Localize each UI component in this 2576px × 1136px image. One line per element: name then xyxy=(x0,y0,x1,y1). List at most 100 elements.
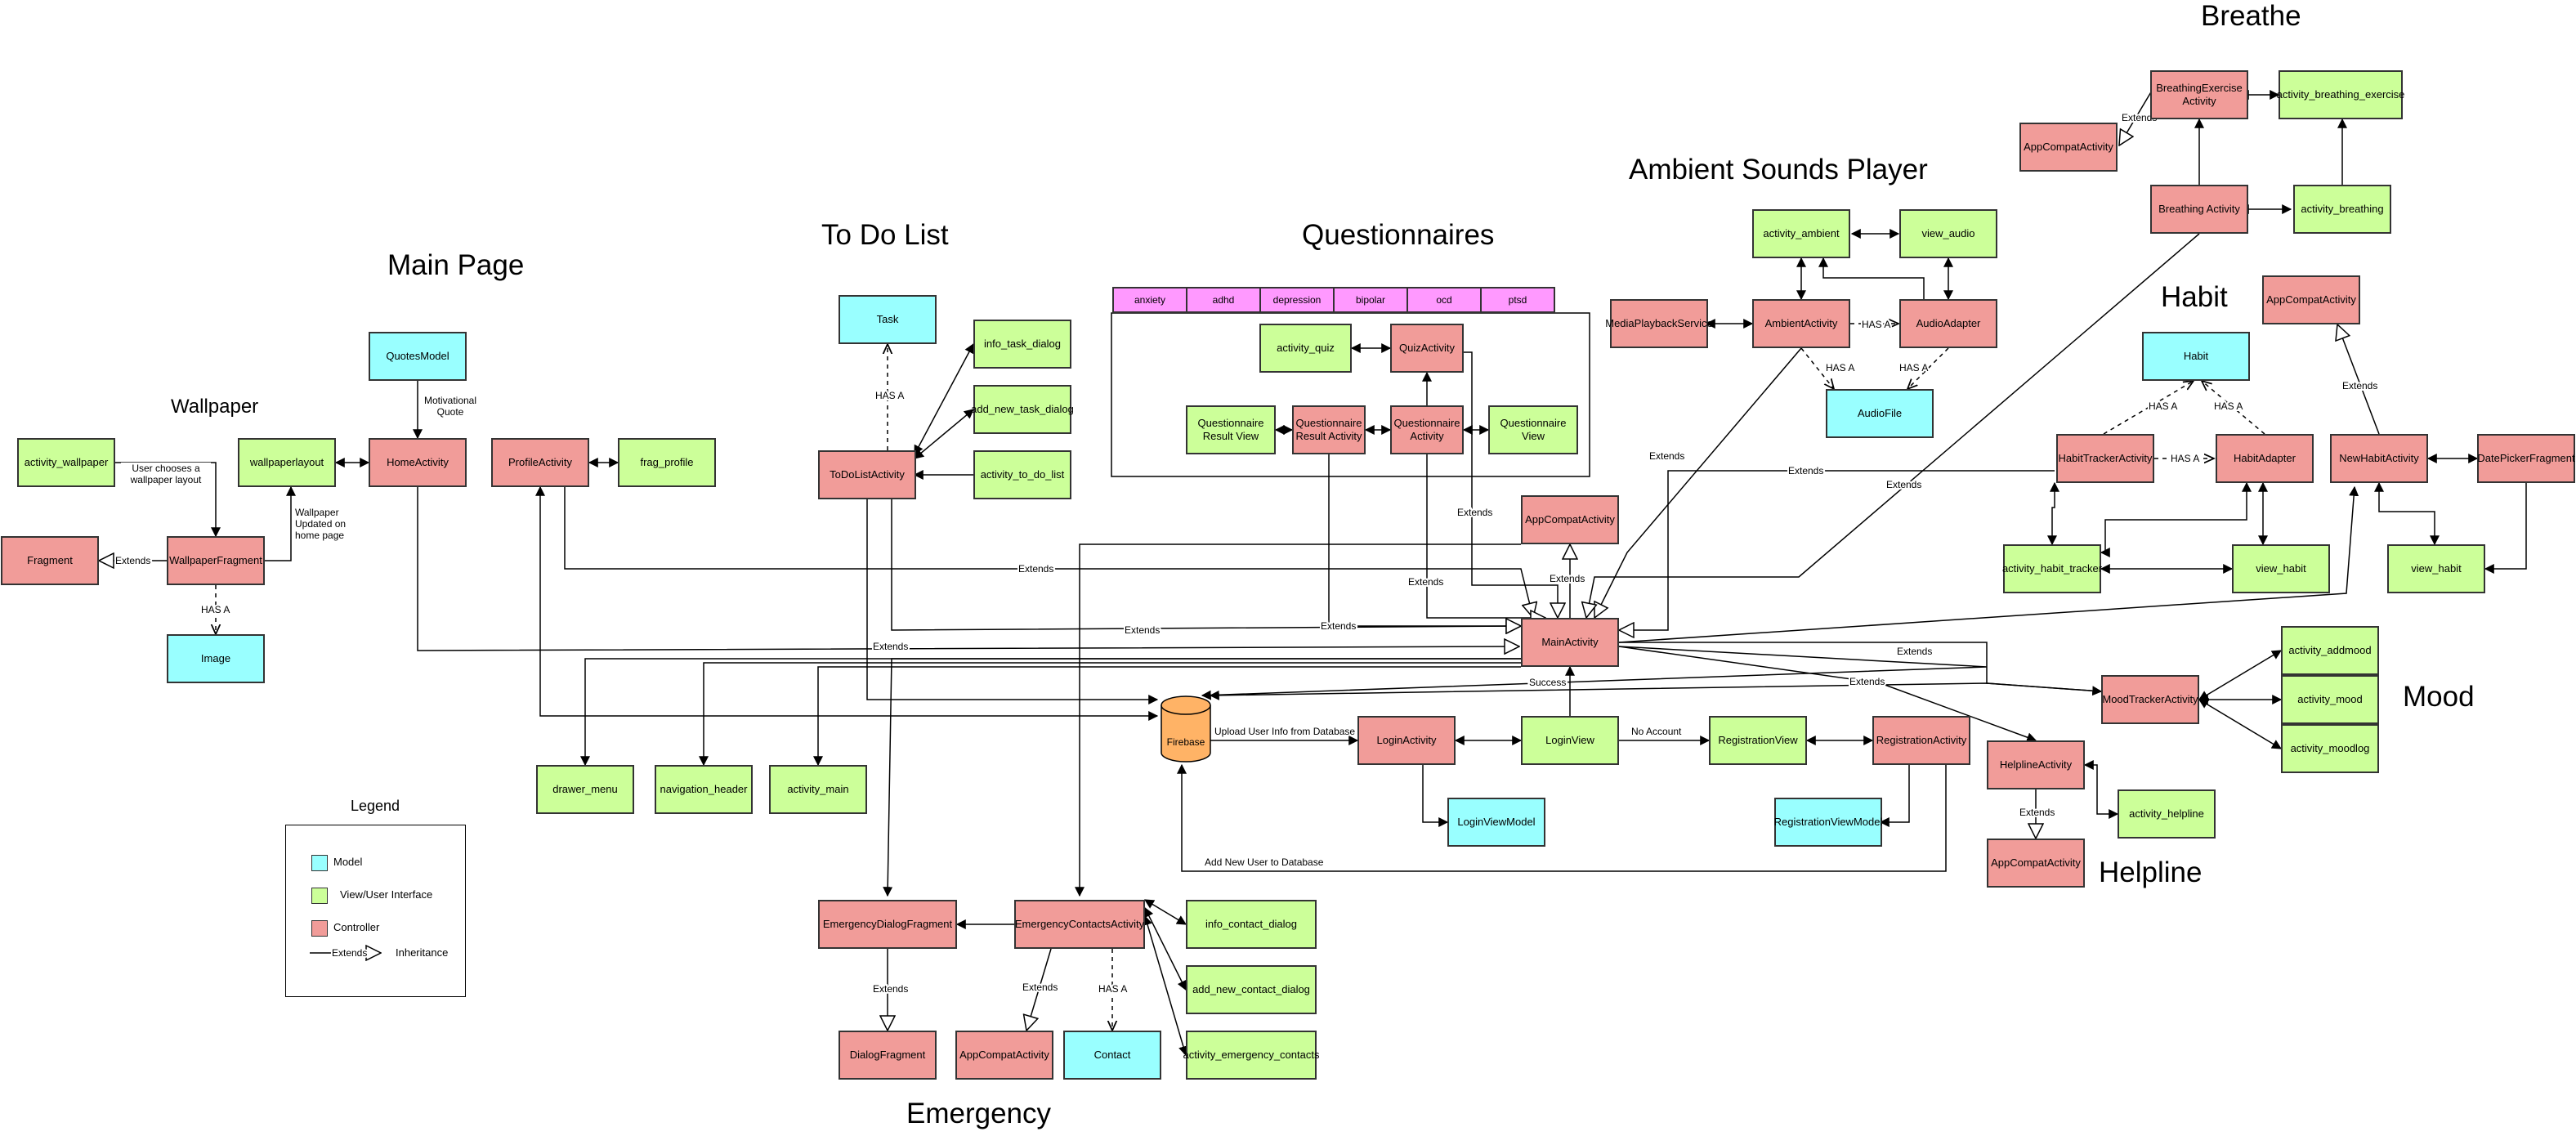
node-helpline-activity: HelplineActivity xyxy=(1987,740,2085,789)
legend-inheritance-label: Inheritance xyxy=(396,946,449,959)
node-emergency-dialog-fragment: EmergencyDialogFragment xyxy=(818,900,957,949)
legend-view-label: View/User Interface xyxy=(340,888,433,901)
label-user-chooses: User chooses a wallpaper layout xyxy=(121,463,211,485)
edge-contacts-activity xyxy=(1143,915,1188,1057)
legend-title: Legend xyxy=(351,798,400,814)
node-questionnaire-result-activity: Questionnaire Result Activity xyxy=(1292,405,1366,454)
node-ambient-activity: AmbientActivity xyxy=(1752,299,1850,348)
edge-tracker-activity-habit-tracker xyxy=(2047,481,2059,546)
tab-depression: depression xyxy=(1259,287,1335,313)
node-contact: Contact xyxy=(1063,1031,1161,1080)
legend-model-swatch xyxy=(311,855,328,871)
legend-controller-swatch xyxy=(311,920,328,937)
edge-newhabit-extends-appcompat xyxy=(2337,324,2380,435)
section-title-mood: Mood xyxy=(2403,681,2475,713)
node-registration-view-model: RegistrationViewModel xyxy=(1774,798,1882,847)
label-wallpaper-updated: Wallpaper Updated on home page xyxy=(295,507,352,541)
tab-anxiety: anxiety xyxy=(1112,287,1187,313)
questionnaire-container xyxy=(1111,312,1590,477)
node-audio-adapter: AudioAdapter xyxy=(1899,299,1997,348)
node-habit-tracker-activity: HabitTrackerActivity xyxy=(2056,434,2154,483)
label-extends: Extends xyxy=(1550,573,1585,584)
label-extends: Extends xyxy=(1788,465,1823,476)
node-appcompat-habit: AppCompatActivity xyxy=(2262,275,2360,324)
label-success: Success xyxy=(1529,677,1566,688)
node-appcompat-emergency: AppCompatActivity xyxy=(955,1031,1053,1080)
edge-mood-addmood xyxy=(2198,650,2283,700)
node-activity-breathing-exercise: activity_breathing_exercise xyxy=(2277,70,2404,119)
legend-view-swatch xyxy=(311,888,328,904)
node-wallpaperlayout: wallpaperlayout xyxy=(238,438,336,487)
node-activity-emergency-contacts: activity_emergency_contacts xyxy=(1183,1031,1319,1080)
tab-bipolar: bipolar xyxy=(1333,287,1408,313)
node-appcompat-helpline: AppCompatActivity xyxy=(1987,839,2085,888)
label-upload-user-info: Upload User Info from Database xyxy=(1214,726,1355,737)
label-extends: Extends xyxy=(1849,676,1885,687)
node-activity-wallpaper: activity_wallpaper xyxy=(17,438,115,487)
node-activity-breathing: activity_breathing xyxy=(2293,185,2391,234)
node-drawer-menu: drawer_menu xyxy=(536,765,634,814)
node-audio-file: AudioFile xyxy=(1826,389,1934,438)
legend-controller-label: Controller xyxy=(333,921,380,933)
edge-reg-firebase xyxy=(1177,763,1947,872)
node-frag-profile: frag_profile xyxy=(618,438,716,487)
firebase-database-icon: Firebase xyxy=(1161,695,1211,763)
edge-mood-moodlog xyxy=(2198,699,2283,749)
label-has-a: HAS A xyxy=(201,604,230,615)
section-title-breathe: Breathe xyxy=(2201,0,2301,32)
edge-main-firebase xyxy=(1201,646,1988,700)
label-extends: Extends xyxy=(1018,563,1053,575)
node-view-audio: view_audio xyxy=(1899,209,1997,258)
edge-adapter-activity-ambient xyxy=(1818,257,1925,299)
node-questionnaire-activity: Questionnaire Activity xyxy=(1390,405,1464,454)
label-motivational-quote: Motivational Quote xyxy=(423,395,477,418)
edge-tracker-hasa-habit xyxy=(2103,381,2194,435)
node-add-new-task-dialog: add_new_task_dialog xyxy=(971,385,1074,434)
node-task: Task xyxy=(839,295,937,344)
label-extends: Extends xyxy=(1408,576,1443,588)
edge-adapter-hasa-habit xyxy=(2202,381,2265,435)
node-quotes-model: QuotesModel xyxy=(369,332,467,381)
label-extends: Extends xyxy=(873,983,908,995)
edge-reg-regvm xyxy=(1879,765,1910,827)
node-mediaplayback-service: MediaPlaybackService xyxy=(1605,299,1713,348)
node-mood-tracker-activity: MoodTrackerActivity xyxy=(2101,675,2199,724)
edge-main-firebase-mood xyxy=(1209,682,2102,700)
edge-adapter-activity-habit-tracker xyxy=(2100,481,2252,557)
node-login-view-model: LoginViewModel xyxy=(1447,798,1545,847)
edge-ambient-hasa-audiofile xyxy=(1800,347,1834,389)
node-questionnaire-view: Questionnaire View xyxy=(1488,405,1578,454)
tab-ocd: ocd xyxy=(1407,287,1482,313)
node-activity-helpline: activity_helpline xyxy=(2118,789,2216,839)
edge-helpline-activity-helpline xyxy=(2083,760,2119,819)
label-extends: Extends xyxy=(1125,624,1160,636)
tab-ptsd: ptsd xyxy=(1480,287,1555,313)
tab-adhd: adhd xyxy=(1186,287,1261,313)
node-view-habit-1: view_habit xyxy=(2232,544,2330,593)
section-title-emergency: Emergency xyxy=(906,1098,1052,1129)
node-appcompat-main: AppCompatActivity xyxy=(1521,495,1619,544)
label-extends: Extends xyxy=(1897,646,1932,657)
section-title-wallpaper: Wallpaper xyxy=(171,396,259,418)
node-todo-activity: ToDoListActivity xyxy=(818,450,916,499)
node-habit-adapter: HabitAdapter xyxy=(2216,434,2314,483)
node-profile-activity: ProfileActivity xyxy=(491,438,589,487)
label-has-a: HAS A xyxy=(1098,983,1127,995)
node-view-habit-2: view_habit xyxy=(2387,544,2485,593)
legend-model-label: Model xyxy=(333,856,363,868)
section-title-main-page: Main Page xyxy=(387,249,525,281)
section-title-questionnaires: Questionnaires xyxy=(1302,219,1495,251)
edge-main-helpline xyxy=(1618,646,2037,742)
edge-qresult-main xyxy=(1328,454,1521,626)
section-title-helpline: Helpline xyxy=(2099,856,2203,888)
label-add-new-user: Add New User to Database xyxy=(1205,856,1324,868)
edge-quiz-main xyxy=(1464,351,1558,618)
firebase-label: Firebase xyxy=(1167,736,1205,748)
legend-box xyxy=(285,825,466,997)
edge-todo-add-task xyxy=(914,409,974,459)
label-has-a: HAS A xyxy=(2171,453,2199,464)
edge-profile-firebase xyxy=(535,485,1159,721)
node-wallpaper-fragment: WallpaperFragment xyxy=(167,536,265,585)
edge-todo-info-task xyxy=(914,342,974,456)
node-dialog-fragment: DialogFragment xyxy=(839,1031,937,1080)
